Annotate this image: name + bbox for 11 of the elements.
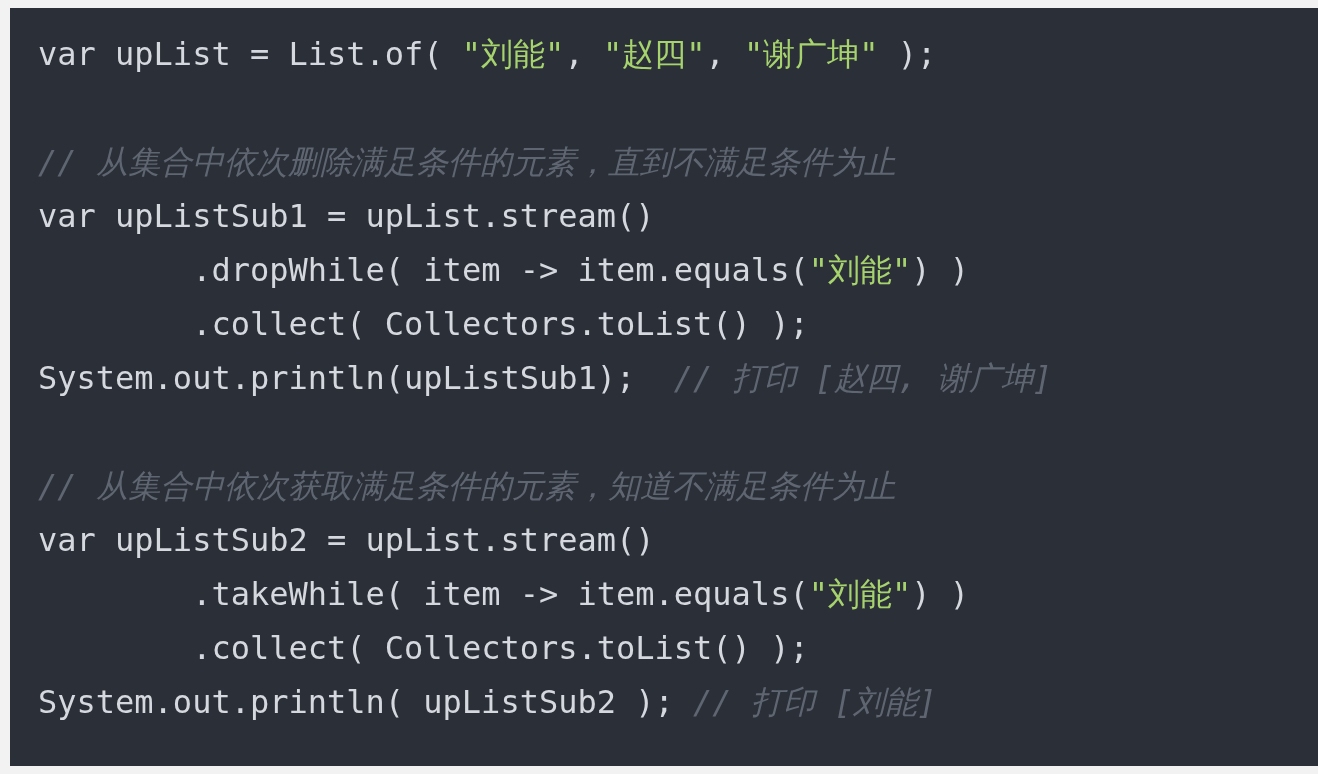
code-line: var upList = List.of( "刘能", "赵四", "谢广坤" ); bbox=[38, 34, 937, 74]
code-line: var upListSub2 = upList.stream() bbox=[38, 520, 655, 560]
code-line: System.out.println( upListSub2 ); // 打印 [刘能] bbox=[38, 682, 937, 722]
code-line: System.out.println(upListSub1); // 打印 [赵四, 谢广坤] bbox=[38, 358, 1052, 398]
code-line: var upListSub1 = upList.stream() bbox=[38, 196, 655, 236]
code-line: .collect( Collectors.toList() ); bbox=[192, 628, 809, 668]
code-line: // 从集合中依次获取满足条件的元素，知道不满足条件为止 bbox=[38, 466, 896, 506]
code-line: // 从集合中依次删除满足条件的元素，直到不满足条件为止 bbox=[38, 142, 896, 182]
code-line: .takeWhile( item -> item.equals("刘能") ) bbox=[192, 574, 969, 614]
code-line: .collect( Collectors.toList() ); bbox=[192, 304, 809, 344]
code-line: .dropWhile( item -> item.equals("刘能") ) bbox=[192, 250, 969, 290]
